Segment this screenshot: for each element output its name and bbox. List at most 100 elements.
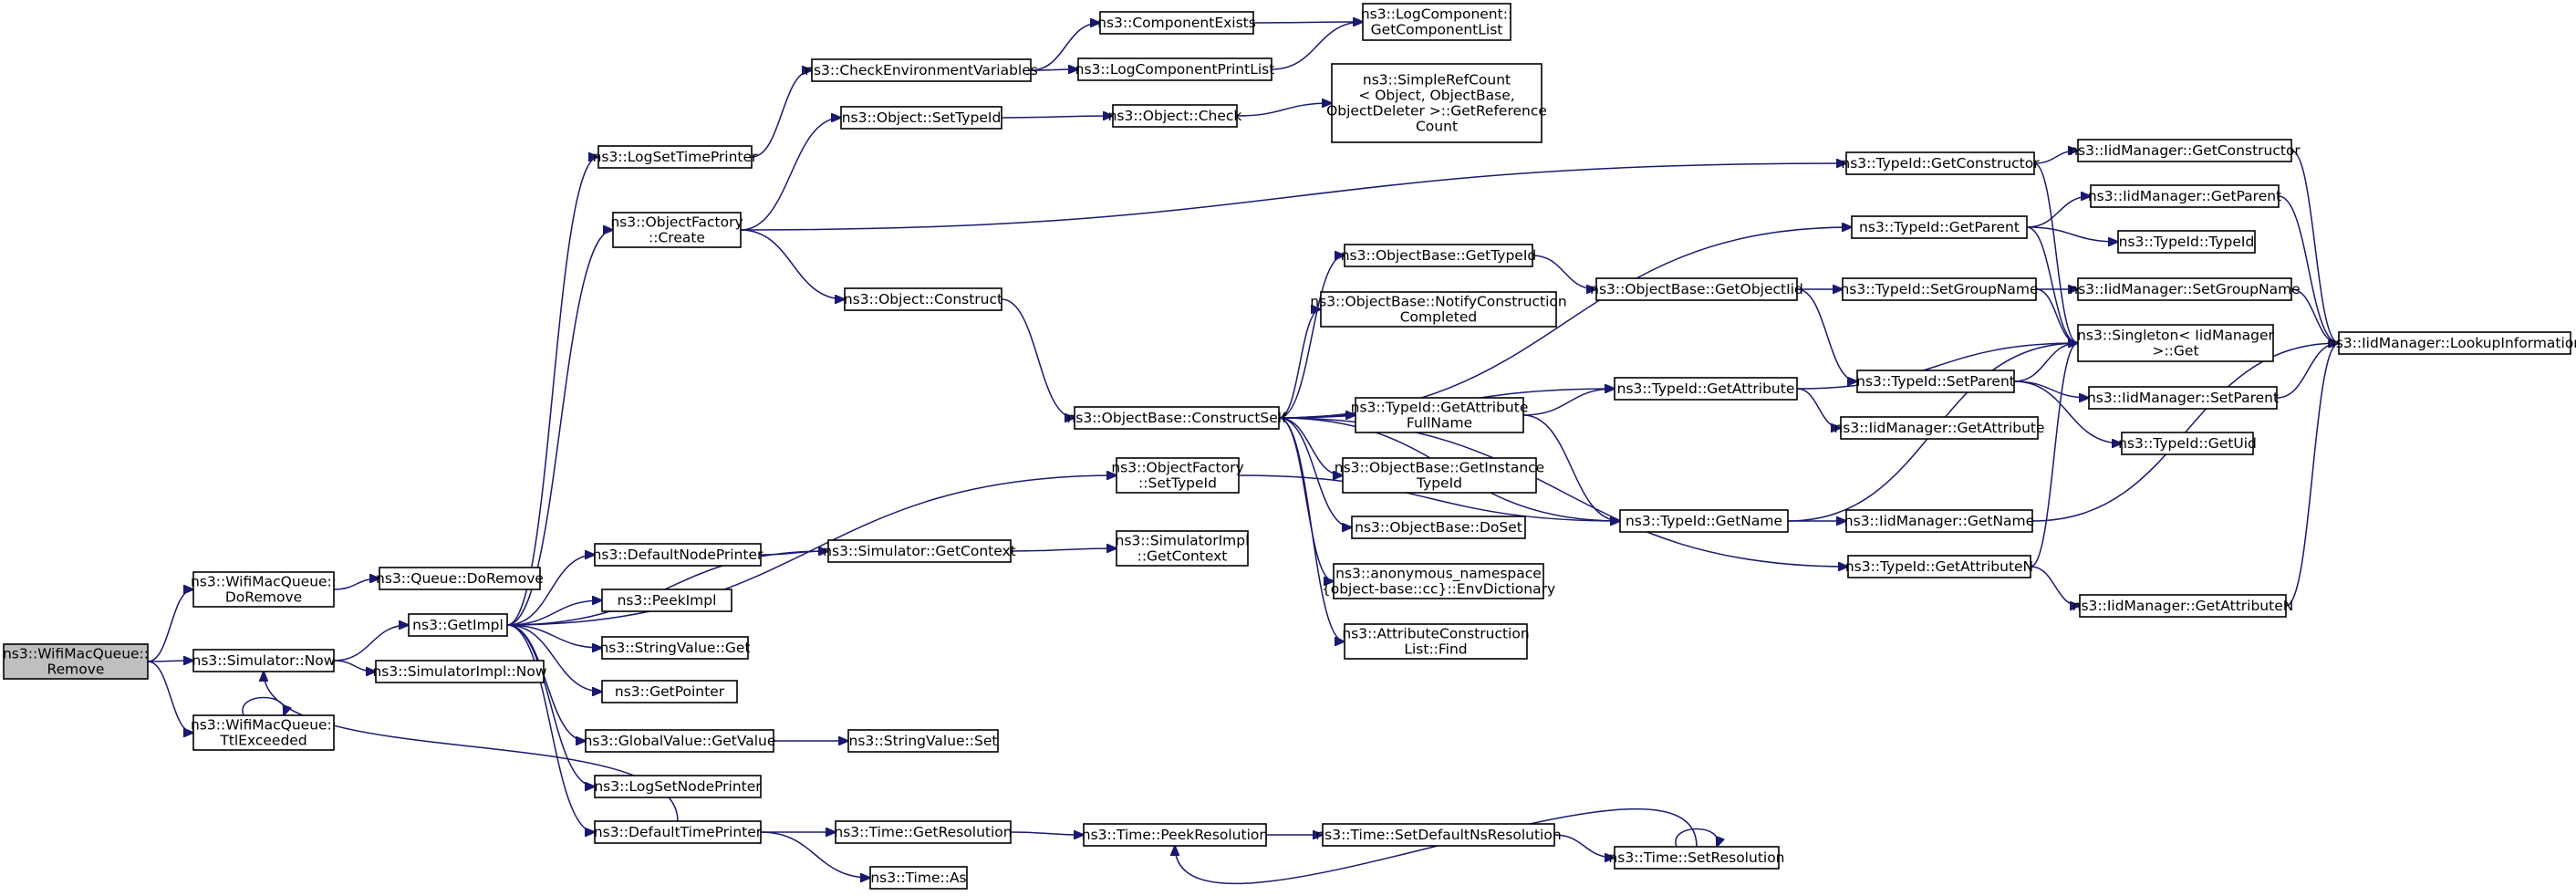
node-iid-getname[interactable]: ns3::IidManager::GetName <box>1844 509 2034 533</box>
node-label: ns3::StringValue::Get <box>599 640 750 656</box>
node-time-setdefaultns[interactable]: ns3::Time::SetDefaultNsResolution <box>1315 823 1562 847</box>
node-getimpl[interactable]: ns3::GetImpl <box>408 613 508 637</box>
edge-constructself-to-objectbase_gettypeid <box>1278 255 1345 419</box>
node-typeid-getparent[interactable]: ns3::TypeId::GetParent <box>1851 215 2028 239</box>
node-getpointer[interactable]: ns3::GetPointer <box>601 680 738 703</box>
node-iid-setgroupname[interactable]: ns3::IidManager::SetGroupName <box>2069 277 2301 301</box>
node-constructself[interactable]: ns3::ObjectBase::ConstructSelf <box>1066 406 1287 430</box>
node-object-settypeid[interactable]: ns3::Object::SetTypeId <box>840 106 1002 130</box>
edge-line <box>2030 343 2078 568</box>
node-typeid-getname[interactable]: ns3::TypeId::GetName <box>1619 509 1789 533</box>
node-box <box>1099 11 1254 35</box>
node-objectbase-getobjectiid[interactable]: ns3::ObjectBase::GetObjectIid <box>1590 277 1803 301</box>
node-envdictionary[interactable]: ns3::anonymous_namespace{object-base::cc… <box>1322 563 1555 599</box>
node-objectbase-doset[interactable]: ns3::ObjectBase::DoSet <box>1351 516 1526 539</box>
node-defaultnodeprinter[interactable]: ns3::DefaultNodePrinter <box>593 543 763 567</box>
node-typeid-getattribute[interactable]: ns3::TypeId::GetAttribute <box>1614 377 1798 401</box>
node-logcomponentprintlist[interactable]: ns3::LogComponentPrintList <box>1075 57 1275 81</box>
node-sim-now[interactable]: ns3::Simulator::Now <box>192 649 336 672</box>
node-box <box>1619 509 1789 533</box>
node-label: ns3::LogSetTimePrinter <box>593 149 758 165</box>
node-remove[interactable]: ns3::WifiMacQueue::Remove <box>3 643 149 680</box>
node-stringvalue-set[interactable]: ns3::StringValue::Set <box>847 729 999 753</box>
node-box <box>1322 823 1555 847</box>
edge-line <box>242 696 285 716</box>
node-time-peekresolution[interactable]: ns3::Time::PeekResolution <box>1082 823 1268 847</box>
node-label: ns3::IidManager::GetName <box>1844 513 2034 529</box>
node-label: ns3::TypeId::GetName <box>1626 513 1782 529</box>
node-label: ObjectDeleter >::GetReference <box>1326 103 1547 120</box>
node-simimpl-now[interactable]: ns3::SimulatorImpl::Now <box>372 660 547 683</box>
node-iid-getattributen[interactable]: ns3::IidManager::GetAttributeN <box>2072 594 2294 618</box>
node-stringvalue-get[interactable]: ns3::StringValue::Get <box>599 636 751 660</box>
node-peekimpl[interactable]: ns3::PeekImpl <box>601 589 732 612</box>
edge-line <box>1030 69 1078 70</box>
node-label: GetComponentList <box>1371 22 1503 38</box>
edge-line <box>1278 417 1345 641</box>
node-box <box>1355 397 1524 433</box>
edge-line <box>2285 343 2339 607</box>
edge-line <box>751 70 812 158</box>
node-globalvalue-getvalue[interactable]: ns3::GlobalValue::GetValue <box>584 729 776 753</box>
node-iid-getattribute[interactable]: ns3::IidManager::GetAttribute <box>1833 416 2045 440</box>
node-box <box>192 714 335 751</box>
node-box <box>1116 530 1249 567</box>
node-time-getresolution[interactable]: ns3::Time::GetResolution <box>834 820 1013 844</box>
node-simplerefcount[interactable]: ns3::SimpleRefCount< Object, ObjectBase,… <box>1326 63 1547 143</box>
node-defaulttimeprinter[interactable]: ns3::DefaultTimePrinter <box>594 820 763 844</box>
node-checkenv[interactable]: ns3::CheckEnvironmentVariables <box>805 58 1038 82</box>
node-queue-doremove[interactable]: ns3::Queue::DoRemove <box>376 567 544 590</box>
edge-typeid_getattributen-to-singleton_get <box>2030 343 2078 568</box>
edge-getimpl-to-logsetnodeprinter <box>506 624 595 787</box>
node-logsetnodeprinter[interactable]: ns3::LogSetNodePrinter <box>594 775 762 798</box>
edge-sim_getcontext-to-simimpl_getcontext <box>1010 548 1117 551</box>
node-logcomponent-getlist[interactable]: ns3::LogComponent::GetComponentList <box>1361 3 1512 41</box>
node-iid-setparent[interactable]: ns3::IidManager::SetParent <box>2087 386 2279 410</box>
node-typeid-setparent[interactable]: ns3::TypeId::SetParent <box>1856 370 2015 393</box>
node-doremove[interactable]: ns3::WifiMacQueue::DoRemove <box>191 571 337 608</box>
node-objectbase-gettypeid[interactable]: ns3::ObjectBase::GetTypeId <box>1341 244 1537 267</box>
edge-line <box>333 660 376 672</box>
node-typeid-setgroupname[interactable]: ns3::TypeId::SetGroupName <box>1840 277 2039 301</box>
node-label: ns3::LogSetNodePrinter <box>594 778 762 795</box>
node-box <box>601 589 732 612</box>
node-ttl[interactable]: ns3::WifiMacQueue::TtlExceeded <box>191 714 337 751</box>
edge-line <box>1001 298 1075 418</box>
node-typeid-getattributen[interactable]: ns3::TypeId::GetAttributeN <box>1845 555 2033 578</box>
node-label: ns3::WifiMacQueue:: <box>191 717 337 734</box>
node-sim-getcontext[interactable]: ns3::Simulator::GetContext <box>823 539 1016 563</box>
node-object-construct[interactable]: ns3::Object::Construct <box>844 287 1002 311</box>
node-box <box>869 866 968 890</box>
edge-line <box>1522 389 1615 416</box>
node-time-as[interactable]: ns3::Time::As <box>869 866 968 890</box>
node-objfactory-settypeid[interactable]: ns3::ObjectFactory::SetTypeId <box>1111 457 1244 494</box>
node-layer: ns3::WifiMacQueue::Removens3::WifiMacQue… <box>3 3 2576 890</box>
node-box <box>594 775 762 798</box>
node-objfactory-create[interactable]: ns3::ObjectFactory::Create <box>610 212 743 248</box>
edge-getimpl-to-objfactory_create <box>506 230 613 626</box>
node-typeid-getconstructor[interactable]: ns3::TypeId::GetConstructor <box>1841 151 2040 175</box>
node-box <box>1112 104 1238 128</box>
node-iid-getconstructor[interactable]: ns3::IidManager::GetConstructor <box>2069 139 2301 162</box>
node-iid-lookupinformation[interactable]: ns3::IidManager::LookupInformation <box>2327 331 2576 355</box>
node-singleton-get[interactable]: ns3::Singleton< IidManager >::Get <box>2077 324 2275 362</box>
node-label: ns3::ComponentExists <box>1097 15 1256 31</box>
node-object-check[interactable]: ns3::Object::Check <box>1108 104 1242 128</box>
node-logsettime[interactable]: ns3::LogSetTimePrinter <box>593 145 758 169</box>
edge-iid_getparent-to-iid_lookupinformation <box>2278 195 2339 343</box>
node-typeid-getuid[interactable]: ns3::TypeId::GetUid <box>2118 432 2257 455</box>
node-simimpl-getcontext[interactable]: ns3::SimulatorImpl::GetContext <box>1116 530 1250 567</box>
edge-line <box>1010 832 1084 835</box>
node-componentexists[interactable]: ns3::ComponentExists <box>1097 11 1256 35</box>
node-typeid-typeid[interactable]: ns3::TypeId::TypeId <box>2117 230 2256 254</box>
edge-objfactory_create-to-typeid_getconstructor <box>740 163 1846 231</box>
node-objectbase-notify[interactable]: ns3::ObjectBase::NotifyConstructionCompl… <box>1310 291 1567 328</box>
edge-sim_now-to-simimpl_now <box>333 660 376 672</box>
edge-line <box>1278 417 1352 527</box>
node-iid-getparent[interactable]: ns3::IidManager::GetParent <box>2088 184 2281 208</box>
node-time-setresolution[interactable]: ns3::Time::SetResolution <box>1608 846 1785 870</box>
